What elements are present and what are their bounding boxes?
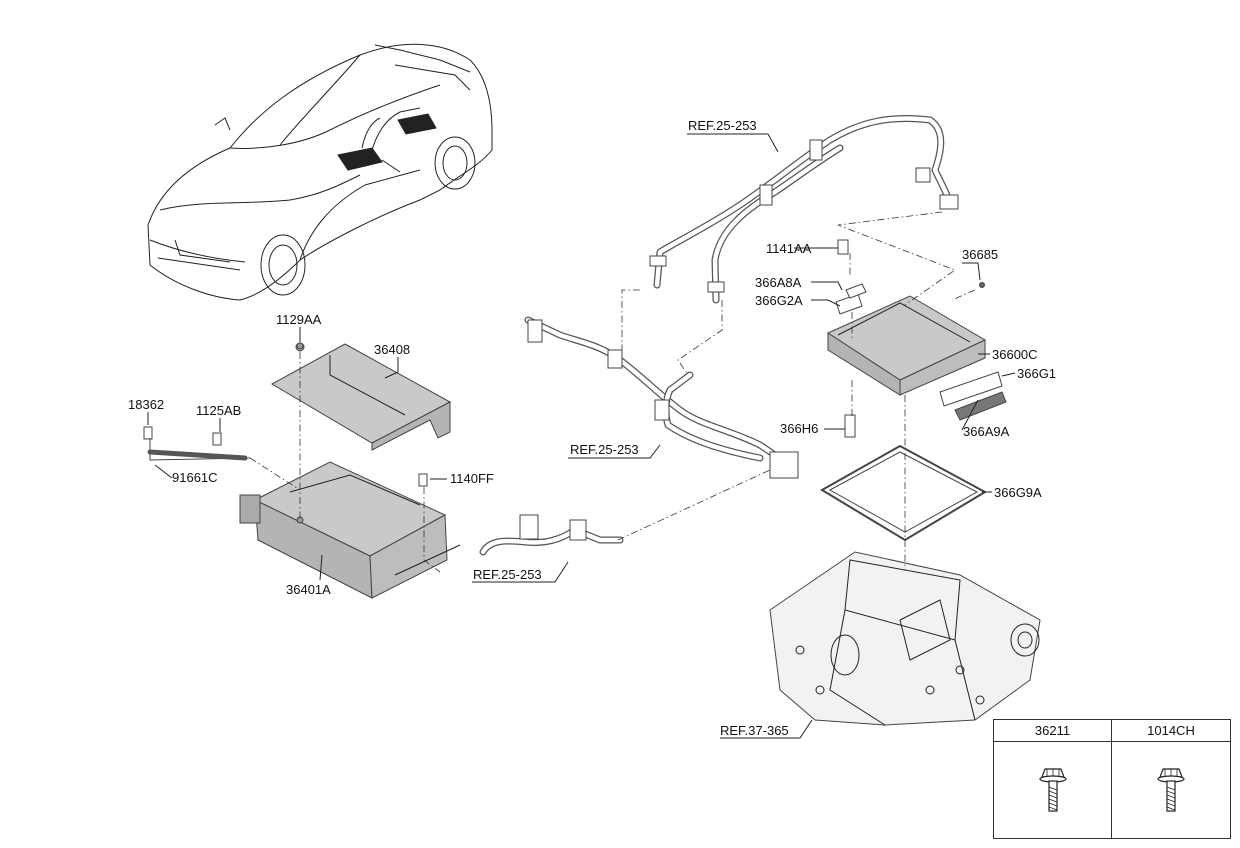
legend-cell-36211 xyxy=(994,742,1112,838)
label-36401A[interactable]: 36401A xyxy=(286,582,331,597)
connection-lines xyxy=(249,211,976,573)
leader-lines xyxy=(147,133,1016,739)
legend-header-36211[interactable]: 36211 xyxy=(994,720,1112,742)
vehicle-illustration xyxy=(147,43,493,301)
gasket-366G9A xyxy=(820,444,988,542)
label-ref-25-253-low[interactable]: REF.25-253 xyxy=(473,567,542,582)
inverter-housing-36401A xyxy=(239,461,461,599)
inverter-module-36600C xyxy=(826,239,1007,438)
label-366A8A[interactable]: 366A8A xyxy=(755,275,802,290)
label-91661C[interactable]: 91661C xyxy=(172,470,218,485)
label-366G9A[interactable]: 366G9A xyxy=(994,485,1042,500)
legend-cell-1014CH xyxy=(1112,742,1230,838)
upper-cooling-hose xyxy=(649,114,959,304)
lower-cooling-hose xyxy=(479,514,624,556)
label-1125AB[interactable]: 1125AB xyxy=(196,403,241,418)
label-36600C[interactable]: 36600C xyxy=(992,347,1038,362)
label-366G1[interactable]: 366G1 xyxy=(1017,366,1056,381)
label-ref-25-253-top[interactable]: REF.25-253 xyxy=(688,118,757,133)
label-1129AA[interactable]: 1129AA xyxy=(276,312,322,327)
part-labels: REF.25-253 1141AA 36685 366A8A 366G2A 36… xyxy=(128,118,1056,738)
gear-housing xyxy=(769,551,1041,726)
flange-bolt-icon xyxy=(1038,768,1067,812)
label-36685[interactable]: 36685 xyxy=(962,247,998,262)
fasteners-left xyxy=(143,342,428,487)
flange-bolt-icon xyxy=(1157,768,1185,812)
middle-cooling-hose xyxy=(524,316,799,479)
label-366G2A[interactable]: 366G2A xyxy=(755,293,803,308)
label-366H6[interactable]: 366H6 xyxy=(780,421,818,436)
label-ref-37-365[interactable]: REF.37-365 xyxy=(720,723,789,738)
fastener-legend-table: 36211 1014CH xyxy=(993,719,1231,839)
label-1140FF[interactable]: 1140FF xyxy=(450,471,494,486)
label-1141AA[interactable]: 1141AA xyxy=(766,241,812,256)
label-36408[interactable]: 36408 xyxy=(374,342,410,357)
cover-plate-36408 xyxy=(270,342,452,451)
legend-header-1014CH[interactable]: 1014CH xyxy=(1112,720,1230,742)
label-18362[interactable]: 18362 xyxy=(128,397,164,412)
label-366A9A[interactable]: 366A9A xyxy=(963,424,1010,439)
label-ref-25-253-mid[interactable]: REF.25-253 xyxy=(570,442,639,457)
